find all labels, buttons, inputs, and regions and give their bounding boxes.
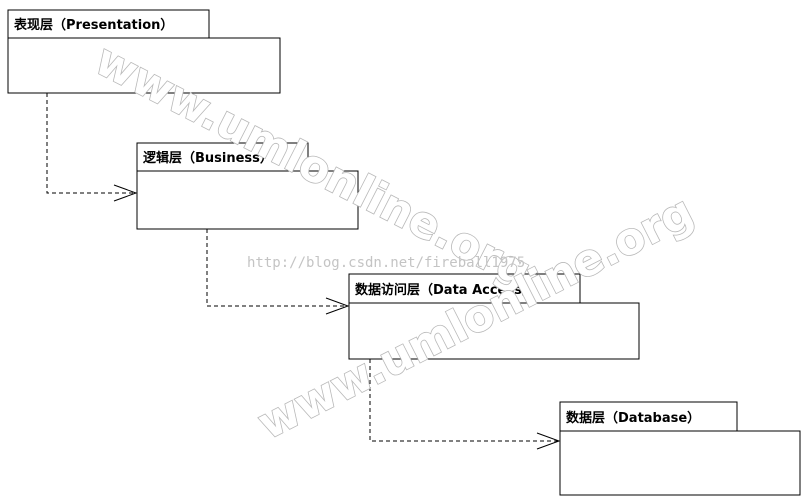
dependency-presentation-to-business xyxy=(46,93,138,202)
package-business-tab xyxy=(136,142,309,172)
package-database-tab xyxy=(559,401,738,432)
package-presentation-tab xyxy=(7,9,210,39)
watermark-blog-url: http://blog.csdn.net/fireball1975 xyxy=(247,255,525,271)
package-database-body xyxy=(559,430,801,496)
package-presentation[interactable]: 表现层（Presentation） xyxy=(7,9,281,94)
dependency-arrows xyxy=(46,93,561,450)
package-database[interactable]: 数据层（Database） xyxy=(559,401,801,496)
watermark-layer: www.umlonline.org www.umlonline.org http… xyxy=(86,34,702,451)
package-data-access[interactable]: 数据访问层（Data Access） xyxy=(348,273,640,360)
package-presentation-body xyxy=(7,37,281,94)
package-business[interactable]: 逻辑层（Business） xyxy=(136,142,359,230)
package-data-access-label: 数据访问层（Data Access） xyxy=(355,282,535,298)
dependency-business-to-data-access xyxy=(206,229,350,315)
package-presentation-label: 表现层（Presentation） xyxy=(13,17,173,33)
package-business-label: 逻辑层（Business） xyxy=(143,150,273,166)
dependency-data-access-to-database xyxy=(369,359,561,450)
package-data-access-body xyxy=(348,302,640,360)
package-business-body xyxy=(136,170,359,230)
package-database-label: 数据层（Database） xyxy=(566,410,700,426)
